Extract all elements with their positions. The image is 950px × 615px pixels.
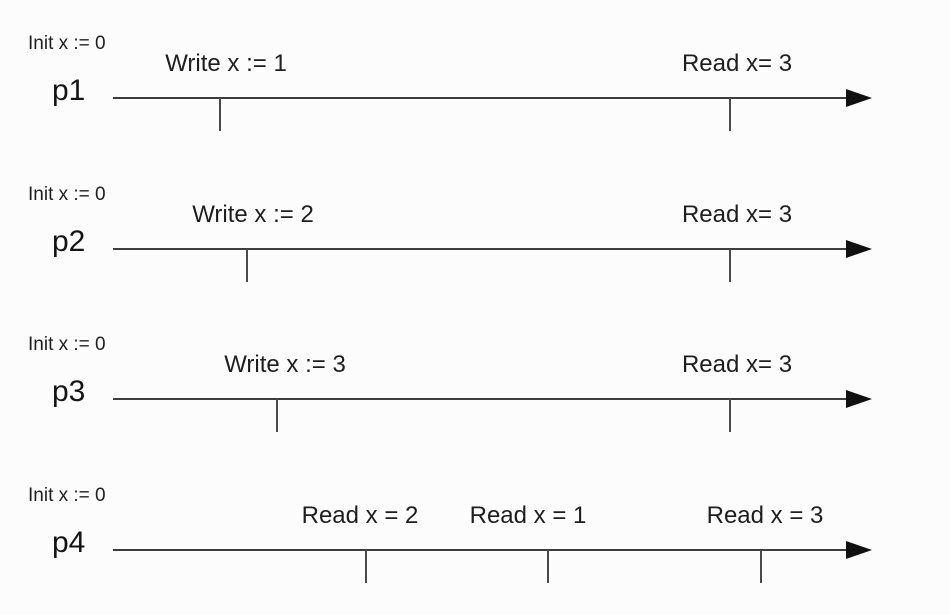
event-label: Write x := 2 [192, 201, 314, 228]
timeline-line [113, 549, 848, 551]
init-label: Init x := 0 [28, 485, 106, 506]
event-tick [729, 249, 731, 282]
event-tick [760, 550, 762, 583]
timeline-line [113, 248, 848, 250]
timeline-line [113, 97, 848, 99]
event-label: Read x = 3 [706, 502, 824, 529]
process-row-p2: Init x := 0 p2 Write x := 2 Read x= 3 [0, 151, 950, 311]
timeline-arrowhead-icon [846, 240, 872, 258]
event-label: Read x= 3 [681, 50, 793, 77]
event-tick [246, 249, 248, 282]
event-label: Read x= 3 [681, 351, 793, 378]
event-label: Write x := 1 [165, 50, 287, 77]
init-label: Init x := 0 [28, 184, 106, 205]
event-tick [219, 98, 221, 131]
process-label: p4 [52, 526, 86, 559]
timeline-line [113, 398, 848, 400]
event-tick [729, 399, 731, 432]
event-label: Read x= 3 [681, 201, 793, 228]
timeline-arrowhead-icon [846, 541, 872, 559]
process-row-p3: Init x := 0 p3 Write x := 3 Read x= 3 [0, 301, 950, 461]
event-tick [365, 550, 367, 583]
event-tick [547, 550, 549, 583]
init-label: Init x := 0 [28, 33, 106, 54]
process-label: p1 [52, 74, 86, 107]
event-tick [729, 98, 731, 131]
timeline-arrowhead-icon [846, 89, 872, 107]
process-row-p4: Init x := 0 p4 Read x = 2 Read x = 1 Read x … [0, 452, 950, 612]
timeline-arrowhead-icon [846, 390, 872, 408]
event-label: Read x = 2 [301, 502, 419, 529]
event-label: Write x := 3 [224, 351, 346, 378]
event-label: Read x = 1 [469, 502, 587, 529]
process-row-p1: Init x := 0 p1 Write x := 1 Read x= 3 [0, 0, 950, 160]
init-label: Init x := 0 [28, 334, 106, 355]
process-label: p2 [52, 225, 86, 258]
event-tick [276, 399, 278, 432]
process-label: p3 [52, 375, 86, 408]
